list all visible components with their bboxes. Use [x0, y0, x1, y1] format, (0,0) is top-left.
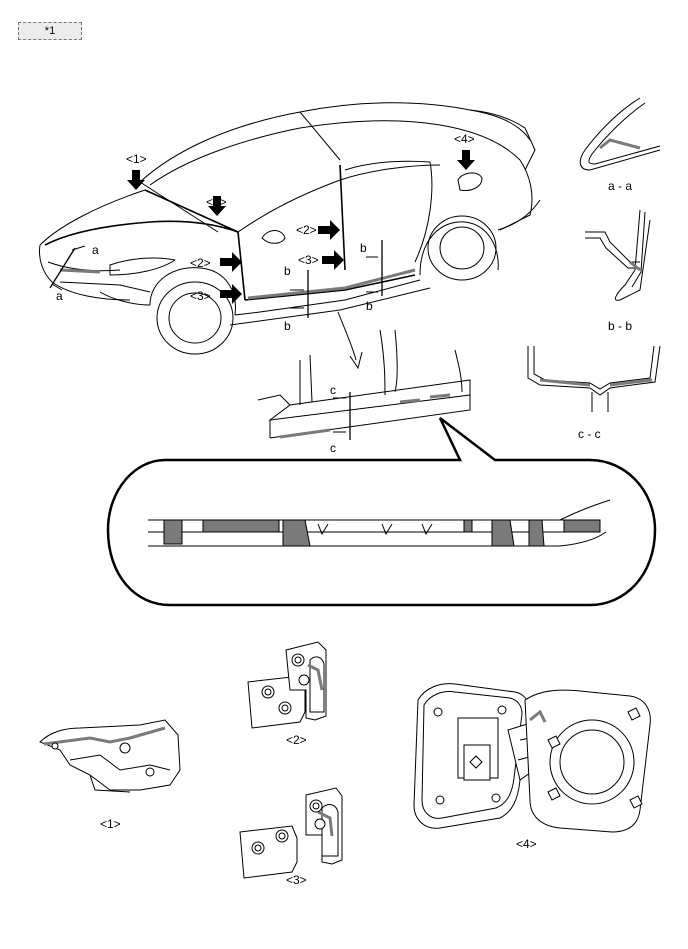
label-part-3a: <3> — [190, 289, 211, 303]
label-section-a-bottom: a — [56, 289, 63, 303]
sealant-block — [563, 519, 601, 533]
label-section-b-3: b — [360, 241, 367, 255]
part-1-hood-hinge: <1> — [39, 719, 181, 831]
label-part-3b: <3> — [298, 253, 319, 267]
label-part-1-detail: <1> — [100, 817, 121, 831]
label-part-1a: <1> — [126, 152, 147, 166]
part-4-fuel-door: <4> — [413, 683, 651, 851]
sealant-block — [463, 519, 473, 533]
part-3-door-hinge-lower: <3> — [239, 787, 343, 887]
arrow-down-4 — [457, 150, 475, 170]
label-section-b-1: b — [284, 264, 291, 278]
magnified-callout — [106, 417, 657, 607]
label-section-c-top: c — [330, 383, 336, 397]
arrow-right-2a — [220, 252, 242, 272]
section-c-c: c - c — [527, 345, 661, 441]
label-section-b-2: b — [284, 319, 291, 333]
label-part-2-detail: <2> — [286, 733, 307, 747]
label-part-2a: <2> — [190, 256, 211, 270]
sealant-block — [282, 519, 311, 547]
label-part-4-detail: <4> — [516, 837, 537, 851]
label-part-4: <4> — [454, 132, 475, 146]
label-section-c-bottom: c — [330, 441, 336, 455]
label-section-cc: c - c — [578, 427, 601, 441]
label-section-a-top: a — [92, 243, 99, 257]
rocker-detail: c c — [257, 311, 471, 455]
arrow-down-1b — [208, 196, 226, 216]
sealant-block — [491, 519, 515, 547]
arrow-right-3b — [322, 250, 344, 270]
vehicle-illustration — [39, 102, 541, 355]
section-markers — [51, 245, 378, 309]
section-b-b: b - b — [585, 209, 651, 333]
label-section-aa: a - a — [608, 179, 632, 193]
arrow-right-2b — [318, 220, 340, 240]
label-section-b-4: b — [366, 299, 373, 313]
sealant-block — [202, 519, 280, 533]
label-part-3-detail: <3> — [286, 873, 307, 887]
arrow-down-1a — [127, 170, 145, 190]
sealant-block — [163, 519, 183, 545]
label-part-1b: <1> — [206, 195, 227, 209]
label-part-2b: <2> — [296, 223, 317, 237]
label-section-bb: b - b — [608, 319, 632, 333]
arrow-right-3a — [220, 284, 242, 304]
sealant-block — [528, 519, 545, 547]
part-2-door-hinge-upper: <2> — [247, 641, 327, 747]
indicator-arrows — [127, 150, 475, 304]
section-a-a: a - a — [579, 97, 661, 193]
reference-tag: *1 — [18, 22, 82, 40]
